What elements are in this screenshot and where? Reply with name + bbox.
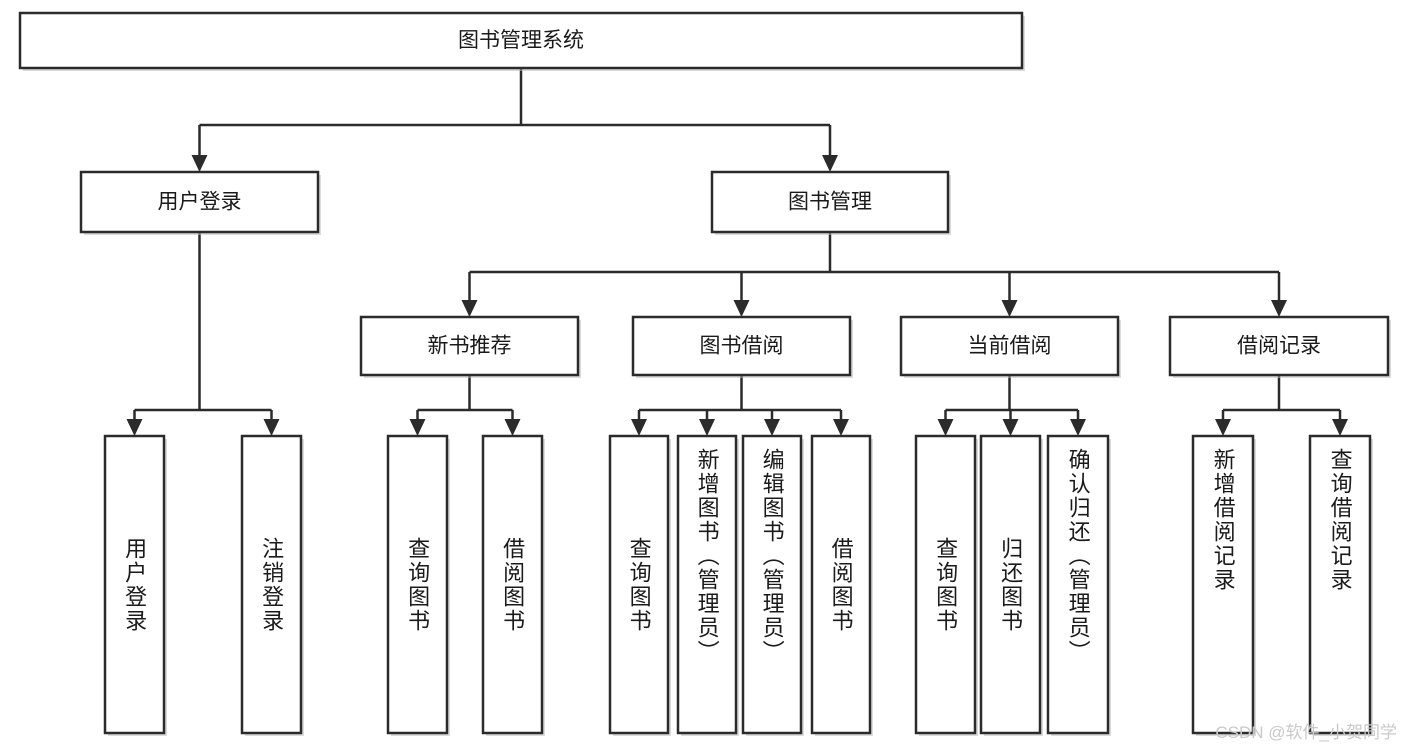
node-label-book-manage: 图书管理	[788, 191, 872, 214]
node-label-new-book-rec: 新书推荐	[428, 335, 512, 358]
arrow-head-icon	[764, 419, 780, 436]
node-box-leaf-query-book-2[interactable]	[608, 434, 670, 735]
node-box-leaf-user-login[interactable]	[103, 434, 166, 735]
csdn-watermark: CSDN @软件_小贺同学	[1215, 723, 1397, 742]
arrow-head-icon	[263, 419, 280, 436]
node-box-user-login[interactable]	[79, 170, 320, 234]
node-box-leaf-edit-book[interactable]	[741, 434, 803, 735]
arrow-head-icon	[504, 419, 521, 436]
node-box-borrow-record[interactable]	[1168, 315, 1390, 377]
arrow-head-icon	[822, 155, 838, 172]
arrow-head-icon	[1271, 300, 1287, 317]
node-box-root[interactable]	[18, 11, 1024, 70]
node-box-leaf-add-book[interactable]	[676, 434, 738, 735]
boxes-layer	[18, 11, 1391, 736]
arrow-head-icon	[126, 419, 143, 436]
node-box-leaf-borrow-book-1[interactable]	[481, 434, 544, 735]
node-box-book-manage[interactable]	[710, 170, 950, 234]
arrow-head-icon	[1332, 419, 1348, 436]
node-label-user-login: 用户登录	[158, 191, 242, 214]
arrow-head-icon	[733, 300, 750, 317]
node-label-book-borrow: 图书借阅	[700, 335, 784, 358]
arrow-head-icon	[631, 419, 647, 436]
connectors-layer	[126, 68, 1348, 436]
node-box-leaf-borrow-book-2[interactable]	[810, 434, 872, 735]
arrow-head-icon	[1001, 300, 1018, 317]
node-box-leaf-logout[interactable]	[240, 434, 303, 735]
arrow-head-icon	[191, 155, 208, 172]
node-box-leaf-confirm-return[interactable]	[1046, 434, 1110, 735]
node-box-leaf-return-book[interactable]	[979, 434, 1042, 735]
node-label-current-borrow: 当前借阅	[968, 335, 1052, 358]
arrow-head-icon	[937, 419, 954, 436]
node-box-leaf-query-record[interactable]	[1308, 434, 1372, 735]
arrow-head-icon	[461, 300, 478, 317]
node-box-leaf-add-record[interactable]	[1191, 434, 1255, 735]
arrow-head-icon	[1215, 419, 1231, 436]
arrow-head-icon	[1070, 419, 1086, 436]
arrow-head-icon	[699, 419, 715, 436]
node-label-borrow-record: 借阅记录	[1237, 335, 1321, 358]
arrow-head-icon	[833, 419, 849, 436]
node-box-current-borrow[interactable]	[899, 315, 1120, 377]
node-label-root: 图书管理系统	[458, 29, 584, 52]
node-box-leaf-query-book-3[interactable]	[914, 434, 977, 735]
node-box-new-book-rec[interactable]	[359, 315, 580, 377]
arrow-head-icon	[1002, 419, 1019, 436]
node-box-book-borrow[interactable]	[631, 315, 852, 377]
node-box-leaf-query-book-1[interactable]	[386, 434, 449, 735]
arrow-head-icon	[409, 419, 426, 436]
